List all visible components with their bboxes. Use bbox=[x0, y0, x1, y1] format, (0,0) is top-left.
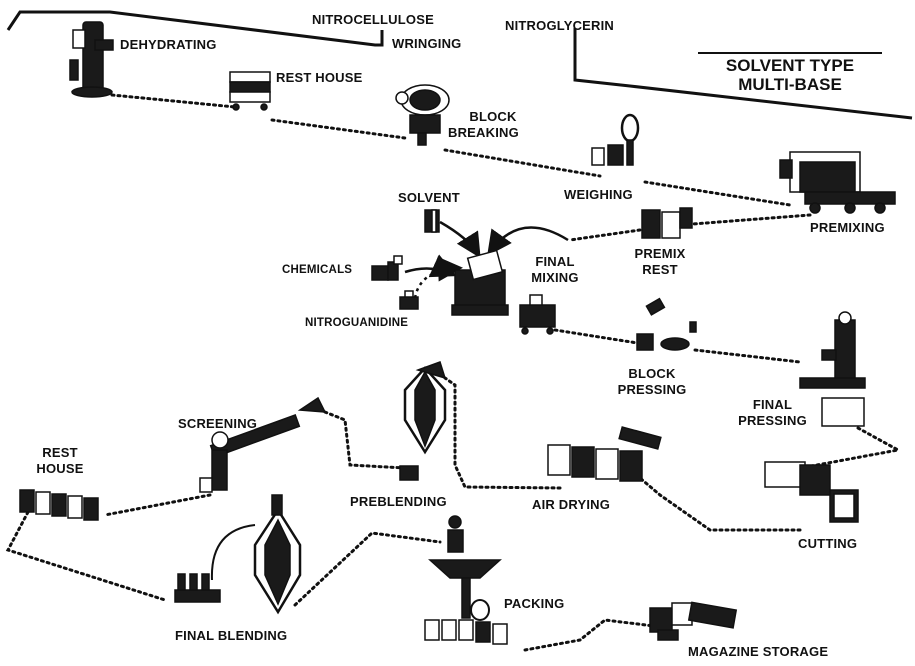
flow-premixing-premixrest bbox=[678, 213, 812, 227]
rest-house-label: REST HOUSE bbox=[276, 70, 363, 85]
screening-label: SCREENING bbox=[178, 416, 258, 431]
final-pressing-label-line-1: FINAL bbox=[752, 397, 793, 412]
flow-premixrest-finalmixing bbox=[568, 228, 642, 242]
final-mixer-icon bbox=[451, 249, 509, 316]
mixing-cart-icon bbox=[519, 294, 556, 335]
nitroglycerin-feed-line bbox=[573, 28, 913, 120]
cutting-label: CUTTING bbox=[798, 536, 858, 551]
block-breaking-machine-icon bbox=[395, 84, 450, 146]
flow-blockbreaking-weighing bbox=[443, 148, 602, 178]
flow-finalpressing-cutting bbox=[788, 426, 903, 472]
solvent-label: SOLVENT bbox=[398, 190, 460, 205]
dehydrating-press-icon bbox=[69, 21, 114, 98]
packing-station-icon bbox=[424, 515, 508, 645]
premix-rest-label-line-2: REST bbox=[642, 262, 678, 277]
rest-house-boxes-icon bbox=[19, 489, 99, 521]
title-rule bbox=[698, 52, 882, 54]
flow-blockpressing-finalpressing bbox=[693, 348, 802, 364]
flow-resthouse-finalblending bbox=[5, 510, 167, 602]
block-breaking-label-line-1: BLOCK bbox=[469, 109, 517, 124]
weighing-label: WEIGHING bbox=[564, 187, 633, 202]
solvent-arrow bbox=[439, 220, 481, 259]
nitroguanidine-arrow bbox=[413, 256, 463, 299]
wringing-label: WRINGING bbox=[392, 36, 462, 51]
block-breaking-label-line-2: BREAKING bbox=[448, 125, 519, 140]
preblending-cone-icon bbox=[399, 361, 447, 481]
rest-house-cart-icon bbox=[229, 71, 271, 111]
chemicals-containers-icon bbox=[371, 255, 403, 281]
title-line-1: SOLVENT TYPE bbox=[725, 56, 855, 75]
chemicals-label: CHEMICALS bbox=[282, 264, 353, 276]
screening-machine-icon bbox=[199, 396, 327, 493]
flow-cutting-airdrying bbox=[638, 476, 802, 532]
block-pressing-label-line-1: BLOCK bbox=[628, 366, 676, 381]
nitroguanidine-bin-icon bbox=[399, 290, 419, 310]
preblending-label: PREBLENDING bbox=[350, 494, 447, 509]
premixing-label: PREMIXING bbox=[810, 220, 885, 235]
flow-packing-magazine bbox=[523, 618, 664, 652]
flow-resthouse-blockbreaking bbox=[270, 118, 407, 140]
flow-dehydrating-resthouse bbox=[110, 93, 237, 109]
air-drying-label: AIR DRYING bbox=[532, 497, 611, 512]
mixing-arrows bbox=[404, 220, 569, 299]
flow-weighing-premixing bbox=[643, 180, 792, 207]
nitroglycerin-label: NITROGLYCERIN bbox=[505, 18, 615, 33]
premix-rest-containers-icon bbox=[641, 207, 693, 239]
premix-rest-label-line-1: PREMIX bbox=[634, 246, 686, 261]
flow-finalmixing-blockpressing bbox=[553, 328, 652, 347]
flow-preblending-screening bbox=[318, 408, 407, 470]
rest-house-2-label-line-2: HOUSE bbox=[36, 461, 84, 476]
premixing-machine-icon bbox=[779, 151, 896, 214]
block-press-icon bbox=[636, 297, 697, 351]
dehydrating-label: DEHYDRATING bbox=[120, 37, 217, 52]
nitrocellulose-feed-line bbox=[6, 10, 384, 47]
final-press-icon bbox=[799, 311, 866, 427]
final-mixing-label-line-2: MIXING bbox=[531, 270, 579, 285]
flow-screening-resthouse bbox=[103, 493, 212, 517]
nitroguanidine-label: NITROGUANIDINE bbox=[305, 317, 409, 329]
flow-paths bbox=[5, 93, 903, 652]
flow-airdrying-preblending bbox=[443, 376, 562, 490]
air-drying-racks-icon bbox=[547, 426, 662, 482]
rest-house-2-label-line-1: REST bbox=[42, 445, 78, 460]
packing-label: PACKING bbox=[504, 596, 565, 611]
magazine-storage-label: MAGAZINE STORAGE bbox=[688, 644, 829, 659]
flow-finalblending-packing bbox=[293, 531, 442, 607]
premix-arrow bbox=[487, 226, 569, 257]
feed-lines bbox=[6, 10, 913, 120]
weighing-scale-icon bbox=[591, 113, 640, 166]
final-blending-label: FINAL BLENDING bbox=[175, 628, 288, 643]
title-line-2: MULTI-BASE bbox=[738, 75, 842, 94]
final-blending-cone-icon bbox=[174, 494, 302, 615]
final-pressing-label-line-2: PRESSING bbox=[738, 413, 807, 428]
equipment bbox=[19, 21, 896, 645]
diagram-title: SOLVENT TYPE MULTI-BASE bbox=[690, 52, 890, 94]
block-pressing-label-line-2: PRESSING bbox=[617, 382, 687, 397]
cutting-machine-icon bbox=[764, 461, 859, 523]
solvent-container-icon bbox=[424, 209, 440, 233]
final-mixing-label-line-1: FINAL bbox=[535, 254, 575, 269]
magazine-storage-icon bbox=[649, 601, 738, 641]
nitrocellulose-label: NITROCELLULOSE bbox=[312, 12, 434, 27]
